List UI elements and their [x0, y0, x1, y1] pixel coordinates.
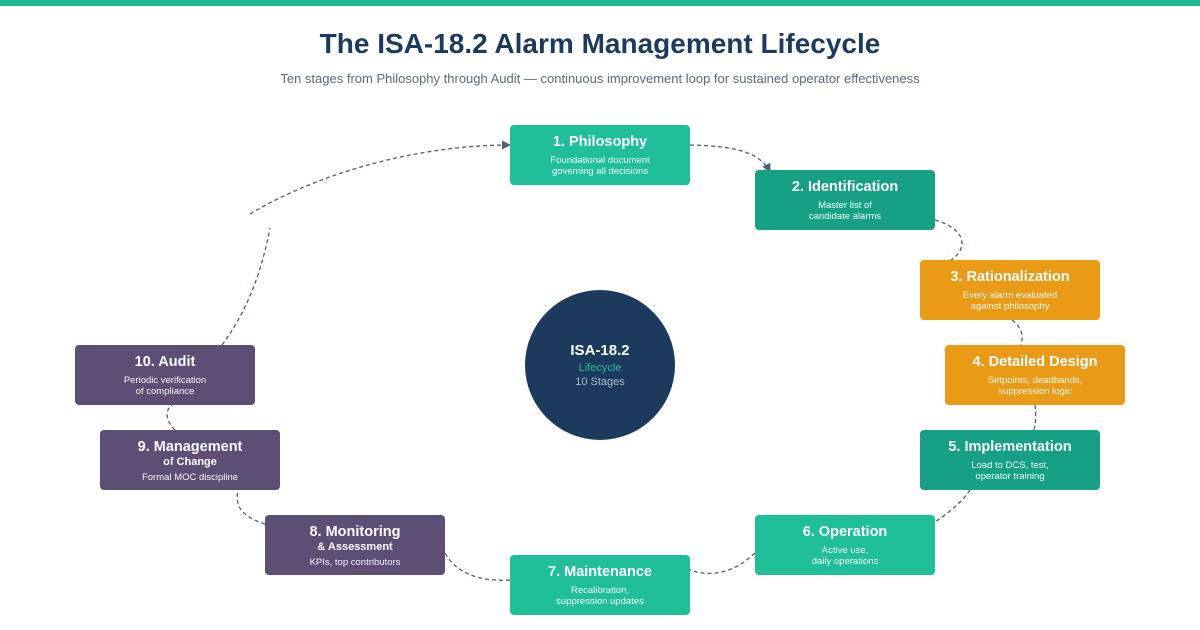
stage-description-line: operator training [975, 471, 1045, 482]
stage-description-line: against philosophy [970, 301, 1050, 312]
stage-description-line: Formal MOC discipline [141, 472, 239, 483]
stage-description: Formal MOC discipline [100, 472, 280, 483]
connector-7-to-8 [444, 552, 511, 581]
connector-9-to-10 [166, 404, 176, 431]
connector-10-up [221, 227, 271, 346]
top-accent-bar [0, 0, 1200, 6]
page-title: The ISA-18.2 Alarm Management Lifecycle [319, 28, 881, 59]
stage-title: 6. Operation [802, 524, 888, 540]
stage-description-line: Setpoints, deadbands, [987, 375, 1083, 386]
stage-title: 4. Detailed Design [972, 354, 1098, 370]
stage-description: Recalibration,suppression updates [510, 585, 690, 607]
stage-description: Setpoints, deadbands,suppression logic [945, 375, 1125, 397]
connector-top-to-1 [249, 140, 511, 215]
lifecycle-hub: ISA-18.2 Lifecycle 10 Stages [525, 290, 675, 440]
stage-title: 9. Management [137, 439, 243, 455]
hub-title: ISA-18.2 [570, 342, 630, 359]
stage-description: Load to DCS, test,operator training [920, 460, 1100, 482]
stage-description-line: suppression updates [556, 596, 644, 607]
stage-description-line: of compliance [135, 386, 195, 397]
stage-description-line: Foundational document [550, 155, 650, 166]
stage-description-line: Load to DCS, test, [971, 460, 1049, 471]
hub-subtitle: Lifecycle [578, 362, 622, 374]
stage-description-line: candidate alarms [808, 211, 882, 222]
stage-title: 8. Monitoring [309, 524, 401, 540]
connector-5-to-6 [934, 489, 971, 523]
hub-stage-count: 10 Stages [575, 376, 625, 388]
stage-description-line: Periodic verification [123, 375, 207, 386]
stage-description: KPIs, top contributors [265, 557, 445, 568]
stage-description-line: Recalibration, [570, 585, 630, 596]
connector-1-to-2 [689, 144, 771, 173]
stage-title: 7. Maintenance [548, 564, 652, 580]
connector-4-to-5 [1033, 404, 1037, 431]
connector-6-to-7 [689, 552, 756, 575]
stage-description-line: suppression logic [998, 386, 1072, 397]
stage-title: 2. Identification [791, 179, 899, 195]
stage-title-continued: of Change [163, 456, 217, 468]
stage-description: Active use,daily operations [755, 545, 935, 567]
stage-title: 5. Implementation [948, 439, 1072, 455]
stage-description-line: daily operations [811, 556, 879, 567]
stage-description-line: governing all decisions [551, 166, 649, 177]
stage-title-continued: & Assessment [317, 541, 393, 553]
stage-description-line: Master list of [818, 200, 872, 211]
stage-title: 3. Rationalization [950, 269, 1070, 285]
stage-description-line: Every alarm evaluated [962, 290, 1058, 301]
stage-title: 1. Philosophy [552, 134, 648, 150]
stage-description-line: KPIs, top contributors [309, 557, 401, 568]
stage-description-line: Active use, [821, 545, 869, 556]
connector-8-to-9 [236, 489, 266, 525]
page-subtitle: Ten stages from Philosophy through Audit… [280, 71, 920, 86]
stage-title: 10. Audit [134, 354, 196, 370]
